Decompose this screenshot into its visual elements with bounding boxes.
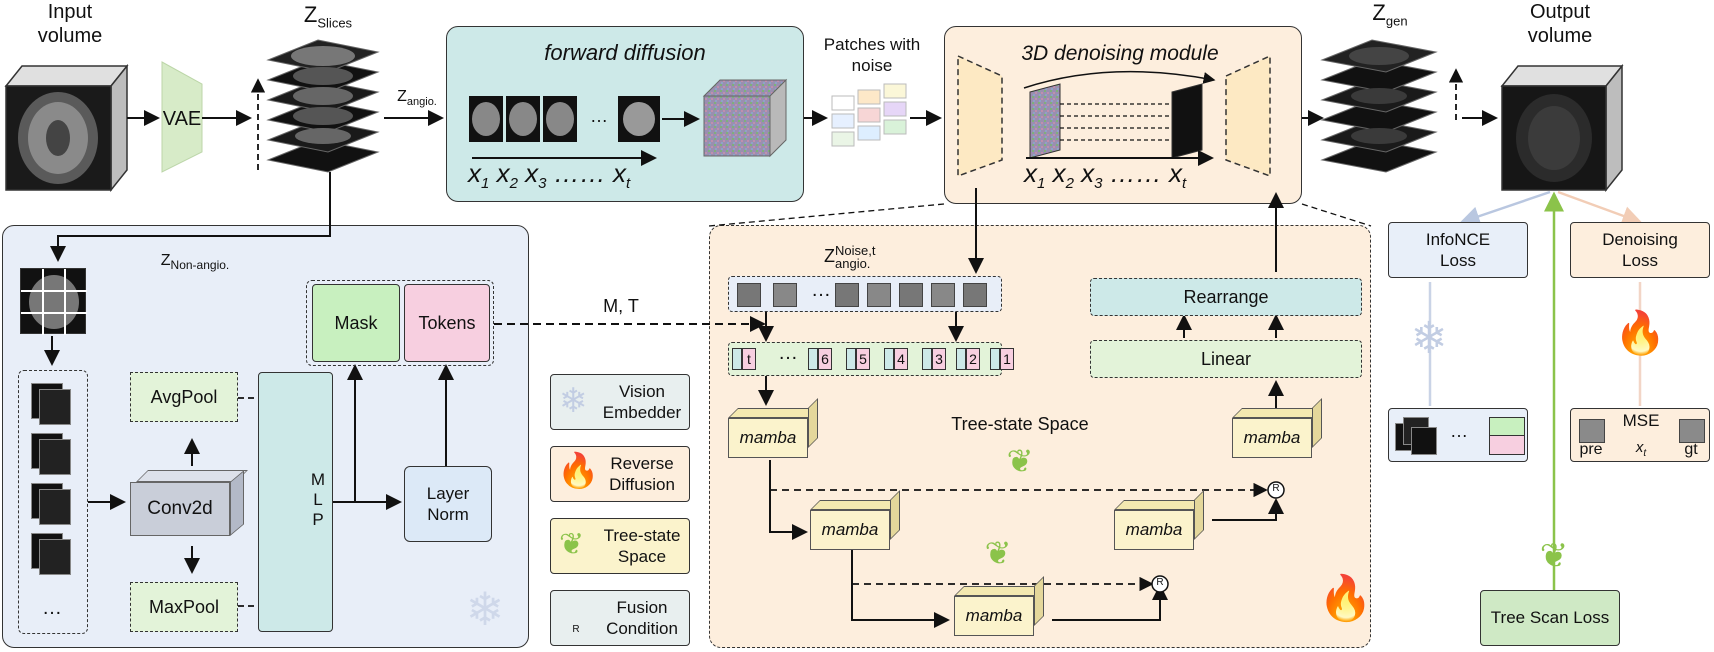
legend-tree-state-space: ❦ Tree-state Space — [550, 518, 690, 574]
r-letter-2: R — [1156, 577, 1164, 588]
input-volume-label: Input volume — [37, 1, 103, 47]
fire-icon: 🔥 — [1614, 309, 1667, 356]
forward-dots: … — [590, 106, 608, 126]
infonce-sample-box: … — [1388, 408, 1528, 462]
input-volume-cube — [4, 63, 129, 193]
snowflake-icon: ❄ — [559, 382, 588, 420]
fire-icon: 🔥 — [557, 452, 600, 490]
token-cell-5: 5 — [846, 348, 872, 370]
mamba-block-3: mamba — [954, 576, 1044, 636]
vae-label: VAE — [162, 108, 202, 130]
forward-sequence: x1 x2 x3 …… xt — [468, 158, 631, 193]
conv2d-block: Conv2d — [130, 470, 250, 540]
noisy-input-slice — [1029, 83, 1061, 159]
vae-block — [161, 61, 203, 173]
denoising-sequence: x1 x2 x3 …… xt — [1024, 158, 1187, 193]
token-cell-t: t — [732, 348, 758, 370]
noise-patch-row: … — [728, 276, 1002, 312]
tree-state-space-label: Tree-state Space — [951, 414, 1089, 434]
snowflake-icon: ❄ — [465, 583, 505, 635]
legend-fusion-condition: Fusion Condition — [550, 590, 690, 646]
patch-column: … — [18, 370, 88, 634]
z-gen-label: Zgen — [1372, 0, 1408, 29]
mamba-block-2: mamba — [810, 490, 900, 550]
patch-dots: … — [42, 597, 62, 619]
token-cell-6: 6 — [808, 348, 834, 370]
patches-with-noise-label: Patches with noise — [823, 35, 921, 75]
fire-icon: 🔥 — [1318, 574, 1373, 623]
mask-tokens-group — [306, 280, 494, 366]
leaf-icon: ❦ — [984, 535, 1012, 571]
mse-box: MSE xt pre gt — [1570, 408, 1710, 462]
r-letter-1: R — [1272, 483, 1280, 494]
legend-vision-embedder: ❄ Vision Embedder — [550, 374, 690, 430]
mt-label: M, T — [603, 296, 639, 316]
noise-patches — [831, 83, 907, 147]
mse-label: MSE — [1622, 411, 1660, 430]
mamba-block-4: mamba — [1114, 490, 1204, 550]
pre-label: pre — [1579, 441, 1603, 458]
mamba-block-1: mamba — [728, 398, 818, 458]
non-angio-grid-image — [20, 268, 87, 335]
snowflake-icon: ❄ — [1410, 314, 1448, 363]
token-cell-1: 1 — [990, 348, 1016, 370]
mamba-block-5: mamba — [1232, 398, 1322, 458]
forward-diffusion-title: forward diffusion — [544, 40, 706, 65]
mlp-block — [258, 372, 333, 632]
token-cell-4: 4 — [884, 348, 910, 370]
output-volume-cube — [1500, 63, 1624, 193]
token-cell-2: 2 — [956, 348, 982, 370]
condition-r-icon-1 — [1267, 481, 1285, 499]
mlp-label: M L P — [310, 470, 326, 529]
mask-block: Mask — [312, 284, 400, 362]
encoder-trapezoid — [957, 54, 1003, 178]
decoder-trapezoid — [1225, 54, 1271, 178]
tree-scan-loss-box: Tree Scan Loss — [1480, 590, 1620, 646]
noise-cube — [702, 78, 788, 158]
legend-reverse-diffusion: 🔥 Reverse Diffusion — [550, 446, 690, 502]
tokens-block: Tokens — [404, 284, 490, 362]
leaf-icon: ❦ — [559, 528, 585, 561]
rearrange-block: Rearrange — [1090, 278, 1362, 316]
layer-norm-block: Layer Norm — [404, 466, 492, 542]
leaf-icon: ❦ — [1006, 443, 1034, 479]
denoising-loss-box: Denoising Loss — [1570, 222, 1710, 278]
linear-block: Linear — [1090, 340, 1362, 378]
denoising-module-title: 3D denoising module — [1021, 42, 1219, 65]
token-cell-3: 3 — [922, 348, 948, 370]
forward-diffusion-slices — [469, 96, 660, 142]
output-volume-label: Output volume — [1527, 1, 1593, 47]
condition-r-icon-2 — [1151, 575, 1169, 593]
avgpool-block: AvgPool — [130, 372, 238, 422]
z-slices-label: ZSlices — [303, 2, 353, 31]
leaf-icon: ❦ — [1539, 537, 1569, 575]
z-angio-label: Zangio. — [397, 88, 437, 109]
denoised-output-slice — [1171, 83, 1203, 159]
z-non-angio-label: ZNon-angio. — [160, 252, 230, 273]
token-dots: … — [778, 342, 798, 364]
gt-label: gt — [1684, 441, 1698, 458]
mse-xt-label: xt — [1635, 439, 1647, 459]
z-gen-stack — [1320, 39, 1438, 173]
legend-r-letter: R — [572, 624, 580, 635]
maxpool-block: MaxPool — [130, 582, 238, 632]
z-slices-stack — [266, 39, 380, 173]
infonce-loss-box: InfoNCE Loss — [1388, 222, 1528, 278]
